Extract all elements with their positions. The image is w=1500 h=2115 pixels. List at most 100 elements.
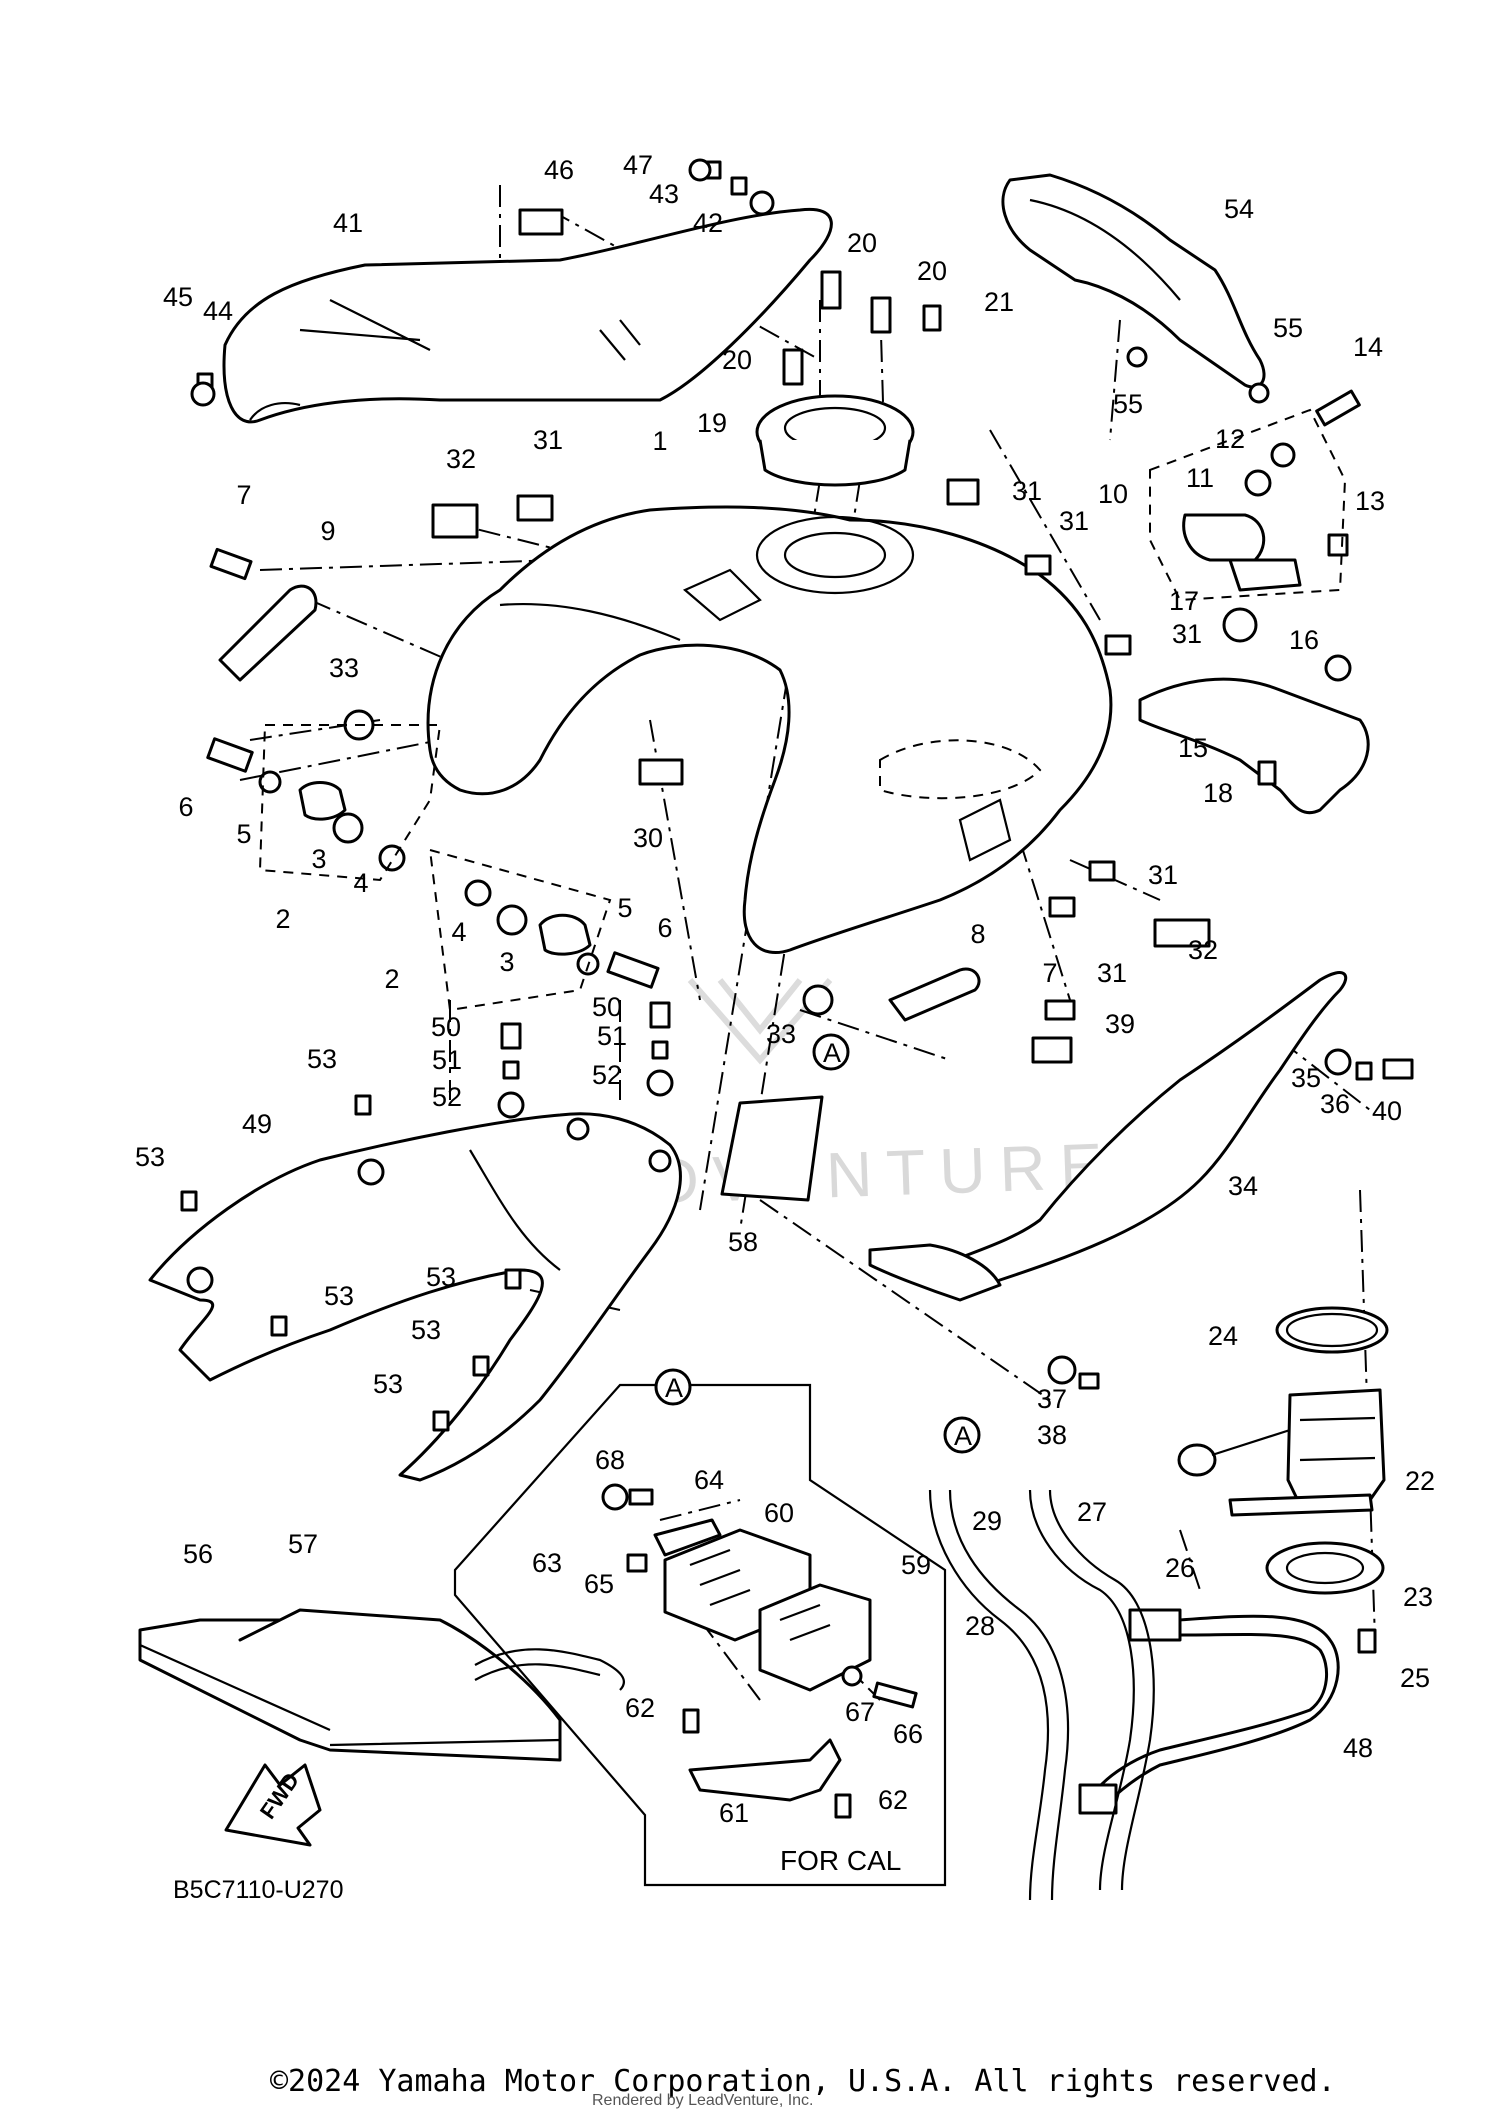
- callout-61: 61: [719, 1798, 749, 1828]
- callout-33: 33: [766, 1019, 796, 1049]
- callout-5: 5: [617, 893, 632, 923]
- callout-57: 57: [288, 1529, 318, 1559]
- callout-31: 31: [1097, 958, 1127, 988]
- callout-59: 59: [901, 1550, 931, 1580]
- callout-31: 31: [1148, 860, 1178, 890]
- callout-49: 49: [242, 1109, 272, 1139]
- callout-64: 64: [694, 1465, 724, 1495]
- ref-marker-a: [654, 1368, 692, 1406]
- callout-46: 46: [544, 155, 574, 185]
- callout-62: 62: [878, 1785, 908, 1815]
- cover-fasteners: [190, 158, 775, 407]
- callout-42: 42: [693, 208, 723, 238]
- callout-23: 23: [1403, 1582, 1433, 1612]
- callout-43: 43: [649, 179, 679, 209]
- mount-assembly-right: [428, 848, 660, 1012]
- pad-58: [720, 1095, 824, 1202]
- for-cal-label: FOR CAL: [780, 1845, 901, 1876]
- fwd-arrow: FWD: [224, 1763, 322, 1847]
- callout-14: 14: [1353, 332, 1383, 362]
- callout-48: 48: [1343, 1733, 1373, 1763]
- callout-20: 20: [722, 345, 752, 375]
- callout-9: 9: [320, 516, 335, 546]
- callout-65: 65: [584, 1569, 614, 1599]
- copyright-notice: ©2024 Yamaha Motor Corporation, U.S.A. A…: [270, 2064, 1336, 2099]
- callout-2: 2: [275, 904, 290, 934]
- callout-40: 40: [1372, 1096, 1402, 1126]
- callout-27: 27: [1077, 1497, 1107, 1527]
- callout-26: 26: [1165, 1553, 1195, 1583]
- trim-panel: [138, 1608, 562, 1762]
- callout-37: 37: [1037, 1384, 1067, 1414]
- brackets: [218, 584, 981, 1022]
- callout-3: 3: [499, 947, 514, 977]
- callout-53: 53: [373, 1369, 403, 1399]
- tail-cover: [1001, 173, 1266, 389]
- callout-3: 3: [311, 844, 326, 874]
- callout-52: 52: [432, 1082, 462, 1112]
- callout-55: 55: [1113, 389, 1143, 419]
- callout-38: 38: [1037, 1420, 1067, 1450]
- callout-68: 68: [595, 1445, 625, 1475]
- callout-67: 67: [845, 1697, 875, 1727]
- callout-51: 51: [432, 1045, 462, 1075]
- callout-2: 2: [384, 964, 399, 994]
- svg-text:A: A: [665, 1373, 683, 1403]
- callout-24: 24: [1208, 1321, 1238, 1351]
- callout-29: 29: [972, 1506, 1002, 1536]
- fuel-cap: [755, 394, 915, 487]
- callout-11: 11: [1186, 463, 1214, 493]
- svg-text:A: A: [954, 1421, 972, 1451]
- ref-marker-a: [812, 1033, 850, 1071]
- callout-53: 53: [324, 1281, 354, 1311]
- callout-55: 55: [1273, 313, 1303, 343]
- callout-21: 21: [984, 287, 1014, 317]
- callout-28: 28: [965, 1611, 995, 1641]
- callout-10: 10: [1098, 479, 1128, 509]
- callout-47: 47: [623, 150, 653, 180]
- fuel-tank: [426, 505, 1113, 955]
- fuel-pump: [1177, 1306, 1389, 1654]
- callout-34: 34: [1228, 1171, 1258, 1201]
- fuel-hose-48: [1078, 1608, 1340, 1815]
- callout-16: 16: [1289, 625, 1319, 655]
- callout-50: 50: [431, 1012, 461, 1042]
- callout-52: 52: [592, 1060, 622, 1090]
- lock-assembly: [1149, 389, 1361, 602]
- callout-56: 56: [183, 1539, 213, 1569]
- callout-53: 53: [135, 1142, 165, 1172]
- frame-cover: [148, 1112, 682, 1482]
- callout-12: 12: [1215, 424, 1245, 454]
- callout-53: 53: [411, 1315, 441, 1345]
- callout-20: 20: [917, 256, 947, 286]
- callout-19: 19: [697, 408, 727, 438]
- callout-50: 50: [592, 992, 622, 1022]
- seat-fasteners: [497, 1001, 674, 1119]
- callout-20: 20: [847, 228, 877, 258]
- callout-45: 45: [163, 282, 193, 312]
- callout-66: 66: [893, 1719, 923, 1749]
- callout-5: 5: [236, 819, 251, 849]
- pads: [431, 503, 1211, 1064]
- callout-18: 18: [1203, 778, 1233, 808]
- callout-15: 15: [1178, 733, 1208, 763]
- callout-1: 1: [652, 426, 667, 456]
- callout-33: 33: [329, 653, 359, 683]
- diagram-code: B5C7110-U270: [173, 1876, 343, 1904]
- callout-53: 53: [307, 1044, 337, 1074]
- callout-60: 60: [764, 1498, 794, 1528]
- callout-36: 36: [1320, 1089, 1350, 1119]
- callout-32: 32: [446, 444, 476, 474]
- callout-4: 4: [353, 868, 368, 898]
- callout-numbers: 1223344556677891011121314151617181920202…: [135, 150, 1435, 1828]
- callout-41: 41: [333, 208, 363, 238]
- mount-bracket: [1138, 607, 1370, 814]
- callout-53: 53: [426, 1262, 456, 1292]
- canister-assembly: [474, 1483, 918, 1819]
- cap-screws: [782, 270, 942, 386]
- screws-53: [180, 1094, 522, 1432]
- callout-6: 6: [178, 792, 193, 822]
- for-cal-box: FOR CAL: [453, 1383, 947, 1887]
- callout-8: 8: [970, 919, 985, 949]
